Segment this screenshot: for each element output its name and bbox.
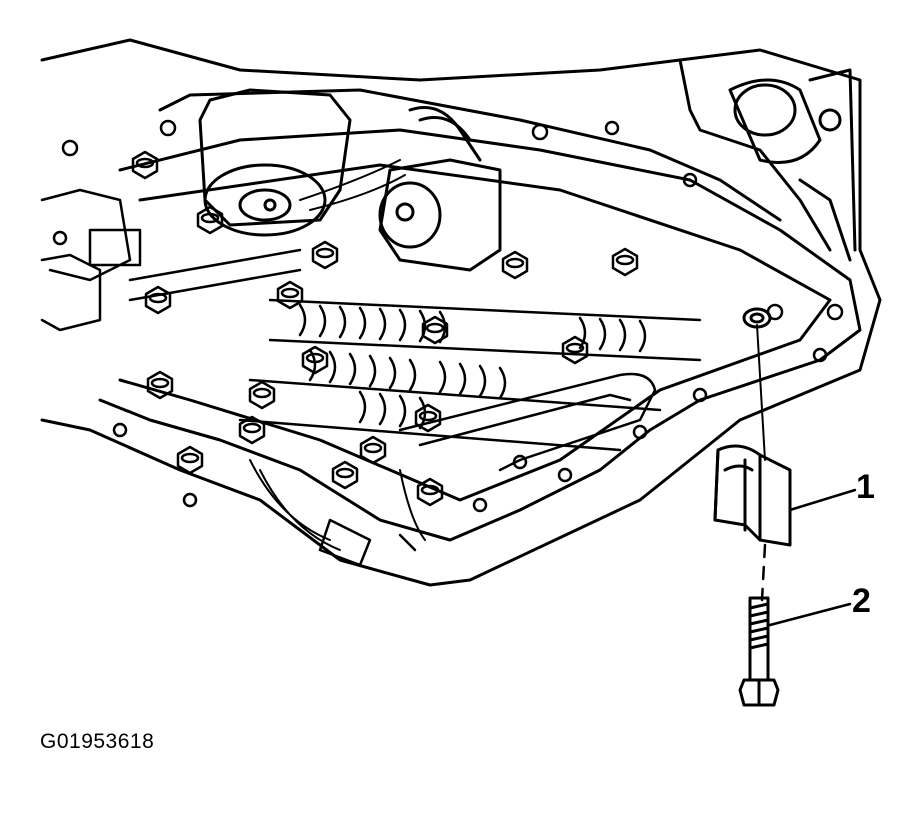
shift-solenoid bbox=[378, 106, 502, 272]
seal-bracket-icon bbox=[713, 444, 792, 547]
install-path-line bbox=[756, 324, 766, 461]
valve-body-bolts bbox=[131, 150, 639, 507]
callout-label-1: 1 bbox=[856, 468, 875, 506]
electrical-connector bbox=[40, 188, 302, 332]
case-flange bbox=[158, 88, 782, 222]
wiring-harness bbox=[249, 159, 426, 551]
bolt-icon bbox=[738, 596, 780, 707]
figure-id: G01953618 bbox=[40, 730, 155, 753]
valve-spools bbox=[238, 298, 702, 452]
leader-line-1 bbox=[788, 488, 857, 512]
leader-line-2 bbox=[768, 602, 852, 627]
harness-connector bbox=[318, 518, 417, 567]
bell-housing bbox=[728, 68, 857, 262]
install-path-dashed bbox=[760, 543, 767, 602]
rim-bolt-holes bbox=[52, 119, 844, 513]
filter-tube bbox=[398, 372, 657, 472]
transmission-case-outline bbox=[40, 38, 882, 587]
callout-label-2: 2 bbox=[852, 582, 871, 620]
